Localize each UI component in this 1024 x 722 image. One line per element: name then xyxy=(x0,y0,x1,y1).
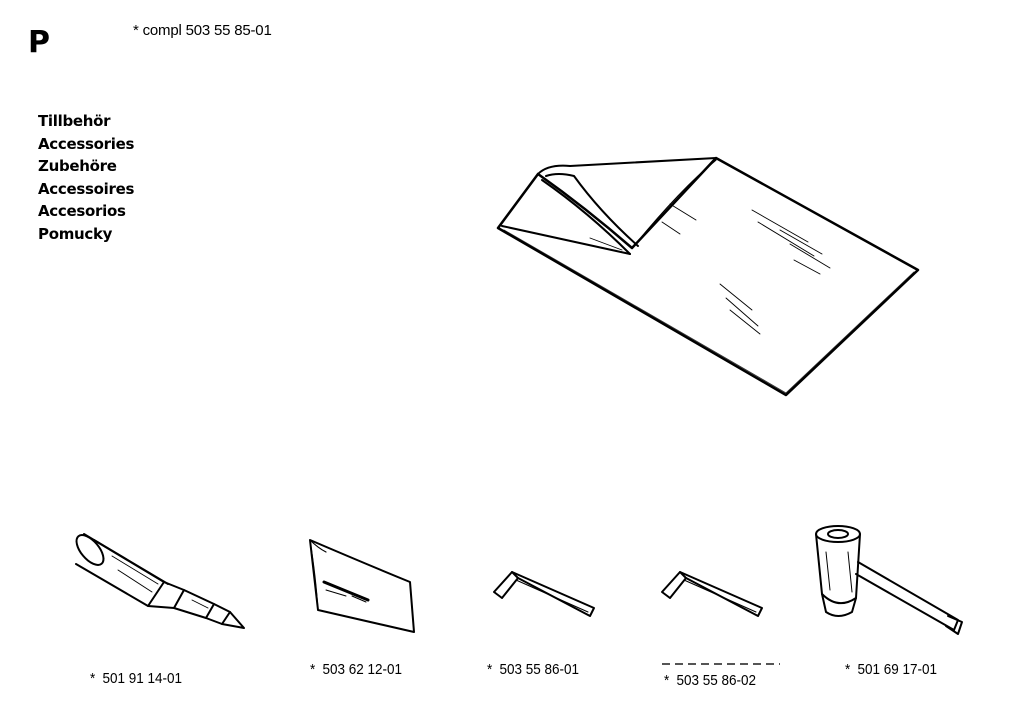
title-english: Accessories xyxy=(38,134,135,153)
title-spanish: Accesorios xyxy=(38,202,126,220)
section-titles: Tillbehör Accessories Zubehöre Accessoir… xyxy=(38,110,134,245)
part-number-label: *501 69 17-01 xyxy=(845,661,938,678)
title-swedish: Tillbehör xyxy=(38,112,111,130)
section-letter: P xyxy=(28,25,50,60)
combination-tool-icon xyxy=(72,526,250,638)
tool-bag-icon xyxy=(306,538,418,638)
hex-key-icon xyxy=(658,566,768,618)
part-number-label: *501 91 14-01 xyxy=(90,670,183,687)
complete-kit-part-number: * compl 503 55 85-01 xyxy=(133,22,272,39)
part-number-label: *503 62 12-01 xyxy=(310,661,403,678)
protective-cover-icon xyxy=(490,150,930,405)
title-czech: Pomucky xyxy=(38,224,113,243)
dashed-separator xyxy=(662,663,780,665)
part-number-label: *503 55 86-01 xyxy=(487,661,580,678)
title-french: Accessoires xyxy=(38,179,135,198)
part-number-label: *503 55 86-02 xyxy=(664,672,757,689)
spark-plug-wrench-icon xyxy=(808,522,968,638)
hex-key-icon xyxy=(490,566,600,618)
title-german: Zubehöre xyxy=(38,157,117,175)
